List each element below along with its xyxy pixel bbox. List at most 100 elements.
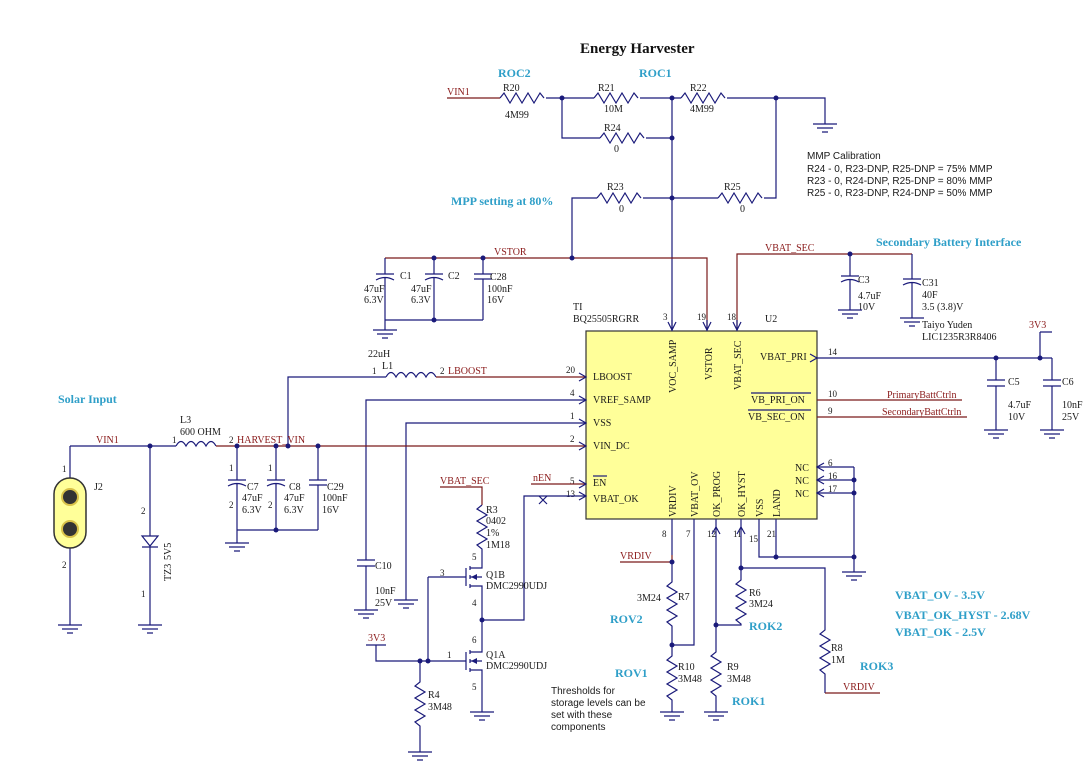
- pin-name: VSS: [593, 418, 611, 429]
- pin-name: LAND: [772, 489, 783, 517]
- net-vbat-sec: VBAT_SEC: [765, 243, 815, 254]
- label-solar-input: Solar Input: [58, 392, 117, 406]
- threshold-ok-hyst: VBAT_OK_HYST - 2.68V: [895, 608, 1031, 622]
- r21-value: 10M: [604, 104, 623, 115]
- vbat-sec-wire: [736, 253, 912, 330]
- c10-ref: C10: [375, 561, 392, 572]
- net-lboost: LBOOST: [448, 366, 487, 377]
- pin-num: 13: [566, 489, 576, 499]
- r24-value: 0: [614, 144, 619, 155]
- r20-ref: R20: [503, 83, 520, 94]
- junction: [273, 527, 279, 533]
- c2-voltage: 6.3V: [411, 295, 432, 306]
- label-roc1: ROC1: [639, 66, 672, 80]
- r25-value: 0: [740, 204, 745, 215]
- pin-num: 2: [141, 506, 146, 516]
- arrow-icon: [578, 395, 588, 405]
- mmp-line: R25 - 0, R23-DNP, R24-DNP = 50% MMP: [807, 188, 993, 199]
- r22-symbol: [680, 91, 726, 105]
- label-rov1: ROV1: [615, 666, 648, 680]
- l1-ref: L1: [382, 361, 393, 372]
- pin-num: 4: [570, 388, 575, 398]
- arrow-icon: [815, 462, 825, 498]
- pin-num: 7: [686, 529, 691, 539]
- wire: [405, 422, 586, 600]
- ground-icon: [900, 317, 924, 327]
- r10-symbol: [665, 645, 679, 712]
- c7-voltage: 6.3V: [242, 505, 263, 516]
- r20-value: 4M99: [505, 110, 529, 121]
- note-line: set with these: [551, 710, 613, 721]
- q1a-symbol: [465, 620, 483, 712]
- pin-num: 18: [727, 312, 737, 322]
- pin-num: 1: [372, 366, 377, 376]
- arrow-icon: [471, 574, 477, 580]
- l3-ref: L3: [180, 415, 191, 426]
- pin-name: VBAT_OV: [690, 471, 701, 517]
- pin-name: OK_PROG: [712, 471, 723, 517]
- ground-icon: [660, 711, 684, 721]
- pin-name: LBOOST: [593, 372, 632, 383]
- r3-value: 1M18: [486, 540, 510, 551]
- wire: [365, 399, 586, 560]
- r9-value: 3M48: [727, 674, 751, 685]
- wire: [672, 570, 695, 646]
- wire: [727, 97, 826, 124]
- c10-voltage: 25V: [375, 598, 393, 609]
- c6-value: 10nF: [1062, 400, 1083, 411]
- c6-voltage: 25V: [1062, 412, 1080, 423]
- q1b-part: DMC2990UDJ: [486, 581, 547, 592]
- label-rok3: ROK3: [860, 659, 893, 673]
- arrow-icon: [736, 525, 746, 535]
- ground-icon: [470, 711, 494, 721]
- c8-symbol: [266, 446, 286, 530]
- c31-maker: Taiyo Yuden: [922, 320, 972, 331]
- label-mpp: MPP setting at 80%: [451, 194, 553, 208]
- c2-value: 47uF: [411, 284, 432, 295]
- pin-num: 5: [472, 552, 477, 562]
- c31-voltage: 3.5 (3.8)V: [922, 302, 964, 313]
- pin-num: 1: [172, 435, 177, 445]
- arrow-icon: [578, 491, 588, 501]
- r23-ref: R23: [607, 182, 624, 193]
- r7-ref: R7: [678, 592, 690, 603]
- tz3-value: 5V5: [163, 543, 174, 560]
- pin-num: 2: [268, 500, 273, 510]
- wire: [758, 519, 854, 558]
- r3-tol: 1%: [486, 528, 499, 539]
- wire: [561, 98, 600, 139]
- c3-voltage: 10V: [858, 302, 876, 313]
- pin-num: 16: [828, 471, 838, 481]
- j2-pin: [61, 488, 79, 506]
- r3-symbol: [475, 504, 489, 565]
- c28-ref: C28: [490, 272, 507, 283]
- r23-value: 0: [619, 204, 624, 215]
- c7-value: 47uF: [242, 493, 263, 504]
- junction: [669, 135, 675, 141]
- junction: [773, 554, 779, 560]
- pin-name: VBAT_OK: [593, 494, 639, 505]
- r23-symbol: [596, 191, 642, 205]
- arrow-icon: [471, 658, 477, 664]
- mmp-heading: MMP Calibration: [807, 151, 881, 162]
- net-vrdiv: VRDIV: [843, 682, 875, 693]
- c31-value: 40F: [922, 290, 938, 301]
- pin-name: NC: [795, 463, 809, 474]
- c8-ref: C8: [289, 482, 301, 493]
- c28-value: 100nF: [487, 284, 513, 295]
- junction: [569, 255, 575, 261]
- arrow-icon: [578, 441, 588, 451]
- pin-num: 12: [707, 529, 716, 539]
- r6-ref: R6: [749, 588, 761, 599]
- note-line: storage levels can be: [551, 698, 646, 709]
- label-rok1: ROK1: [732, 694, 765, 708]
- r4-ref: R4: [428, 690, 440, 701]
- tz3-symbol: [140, 446, 160, 625]
- c3-symbol: [840, 254, 860, 310]
- pin-num: 1: [62, 464, 67, 474]
- pin-num: 5: [472, 682, 477, 692]
- ground-icon: [58, 624, 82, 634]
- vbat-sec-wire: [440, 486, 483, 505]
- r9-symbol: [709, 625, 723, 712]
- r9-ref: R9: [727, 662, 739, 673]
